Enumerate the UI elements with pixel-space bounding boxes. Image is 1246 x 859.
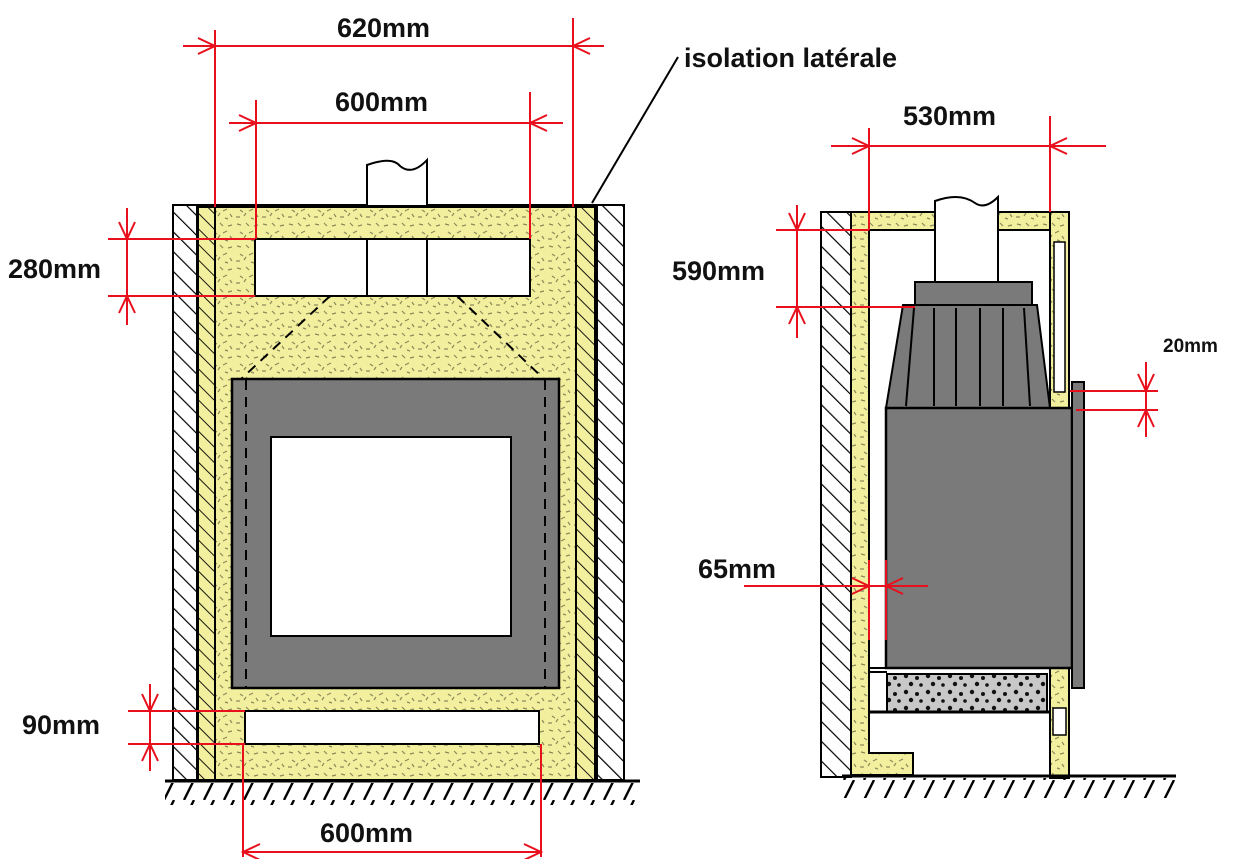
right-masonry-wall bbox=[596, 204, 625, 781]
side-view: 530mm 590mm 20mm 65mm bbox=[672, 101, 1218, 798]
right-side-insulation bbox=[575, 206, 596, 781]
fire-window bbox=[270, 436, 512, 637]
front-ground-hatch bbox=[165, 783, 640, 805]
left-masonry-wall bbox=[172, 204, 198, 781]
side-ground-hatch bbox=[842, 778, 1176, 798]
front-top-height-label: 280mm bbox=[8, 254, 101, 284]
front-view: 620mm 600mm 280mm 90mm 600mm isolation l… bbox=[8, 13, 897, 859]
front-width-outer-label: 620mm bbox=[337, 13, 430, 43]
front-bottom-height-label: 90mm bbox=[22, 710, 100, 740]
hood-top-plate bbox=[914, 281, 1033, 306]
left-side-insulation bbox=[197, 206, 216, 781]
side-depth-label: 530mm bbox=[903, 101, 996, 131]
top-air-chamber bbox=[254, 238, 531, 297]
side-height-label: 590mm bbox=[672, 256, 765, 286]
bottom-air-chamber bbox=[244, 710, 540, 745]
front-width-inner-label: 600mm bbox=[335, 87, 428, 117]
side-rear-clearance-label: 65mm bbox=[698, 554, 776, 584]
front-bottom-width-label: 600mm bbox=[320, 818, 413, 848]
front-flue bbox=[366, 157, 428, 207]
gravel-bed bbox=[886, 673, 1048, 713]
side-gap-label: 20mm bbox=[1163, 336, 1218, 357]
fire-body bbox=[884, 406, 1074, 670]
callout-leader bbox=[591, 56, 679, 204]
rear-masonry-wall bbox=[820, 211, 852, 778]
door-frame bbox=[1071, 381, 1085, 689]
hood-ribs bbox=[905, 307, 1031, 407]
lateral-insulation-callout: isolation latérale bbox=[684, 43, 897, 73]
side-flue bbox=[934, 194, 999, 283]
front-dimension-lines bbox=[108, 18, 604, 859]
side-dimension-lines bbox=[744, 116, 1158, 640]
